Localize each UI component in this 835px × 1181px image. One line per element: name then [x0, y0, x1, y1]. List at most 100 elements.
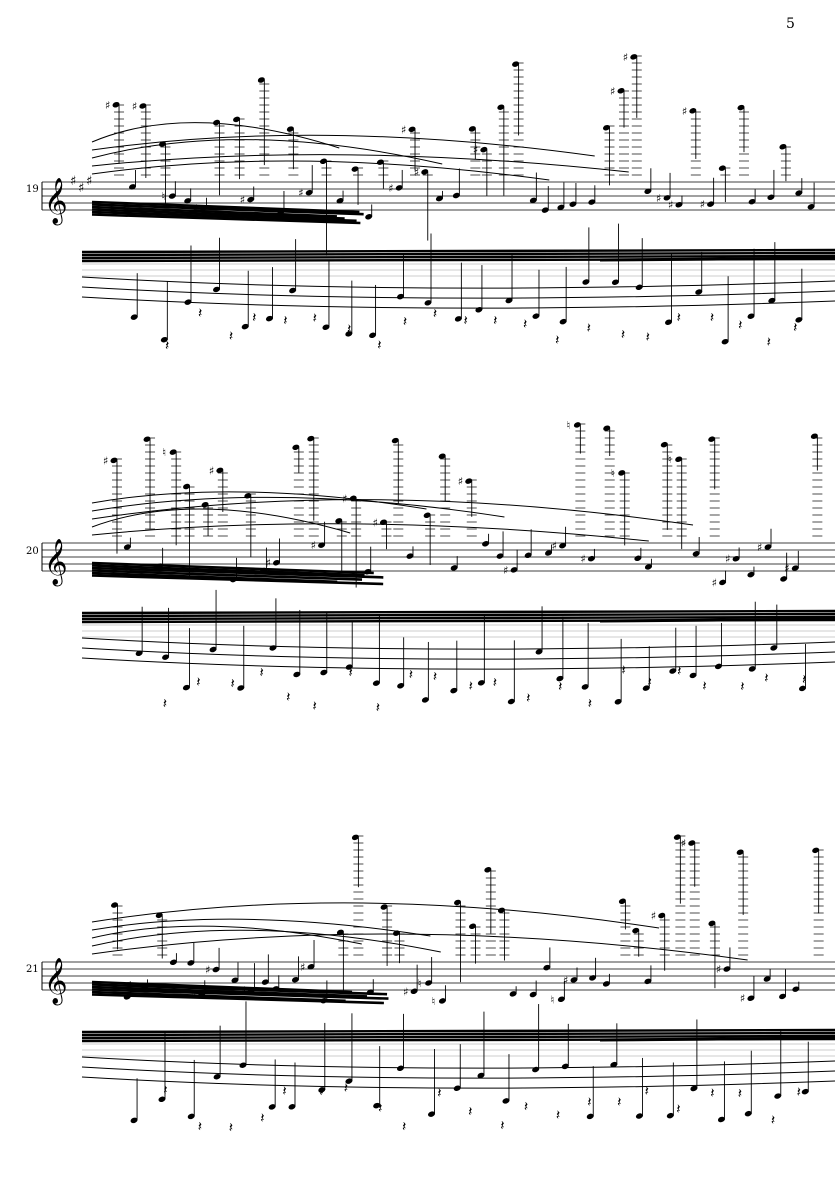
notehead — [689, 672, 697, 679]
rest-icon: 𝄽 — [645, 1083, 649, 1099]
sharp-icon: ♯ — [757, 541, 762, 554]
notehead — [736, 849, 744, 855]
notehead — [397, 293, 405, 300]
notehead — [421, 697, 429, 703]
notehead — [721, 338, 729, 345]
notehead — [307, 435, 315, 442]
sharp-icon: ♯ — [784, 562, 789, 575]
notehead — [335, 518, 343, 524]
beam — [91, 210, 357, 223]
notehead — [675, 456, 683, 462]
notehead — [318, 1087, 326, 1093]
notehead — [213, 1073, 221, 1080]
beam — [91, 208, 345, 220]
rest-icon: 𝄽 — [646, 330, 650, 346]
sharp-icon: ♯ — [682, 105, 687, 118]
sharp-icon: ♯ — [240, 984, 245, 997]
rest-icon: 𝄽 — [526, 690, 530, 706]
rest-icon: 𝄽 — [771, 1113, 775, 1129]
beam — [81, 1034, 835, 1040]
sharp-icon: ♯ — [700, 198, 705, 211]
notehead — [529, 197, 537, 204]
notehead — [123, 994, 131, 1000]
rest-icon: 𝄽 — [556, 1107, 560, 1123]
notehead — [559, 318, 567, 325]
slur — [81, 657, 835, 670]
beam — [599, 1036, 835, 1042]
notehead — [369, 332, 377, 339]
notehead — [767, 194, 775, 201]
notehead — [141, 985, 149, 991]
beam — [81, 615, 835, 621]
notehead — [557, 996, 565, 1002]
notehead — [634, 555, 642, 562]
notehead — [423, 512, 431, 519]
rest-icon: 𝄽 — [198, 1119, 202, 1135]
notehead — [611, 279, 619, 285]
beam — [91, 213, 361, 225]
notehead — [496, 553, 504, 559]
notehead — [689, 108, 697, 114]
rest-icon: 𝄽 — [524, 1099, 528, 1115]
rest-icon: 𝄽 — [767, 335, 771, 351]
sharp-icon: ♮ — [668, 453, 672, 466]
beam — [91, 993, 384, 1005]
notehead — [421, 169, 429, 175]
notehead — [732, 555, 740, 562]
notehead — [410, 988, 418, 995]
notehead — [397, 683, 405, 689]
notehead — [764, 544, 772, 550]
notehead — [351, 166, 359, 172]
sharp-icon: ♯ — [78, 181, 84, 196]
notehead — [143, 436, 151, 442]
rest-icon: 𝄽 — [622, 662, 626, 678]
notehead — [182, 684, 190, 691]
sharp-icon: ♮ — [611, 467, 615, 480]
notehead — [665, 319, 673, 325]
notehead — [792, 986, 800, 992]
notehead — [707, 201, 715, 207]
notehead — [465, 478, 473, 484]
slur — [91, 902, 660, 929]
notehead — [747, 995, 755, 1001]
notehead — [277, 209, 285, 215]
notehead — [198, 991, 206, 997]
notehead — [602, 981, 610, 987]
notehead — [673, 834, 681, 840]
notehead — [320, 997, 328, 1004]
notehead — [630, 54, 638, 60]
notehead — [718, 165, 726, 171]
sharp-icon: ♯ — [681, 837, 686, 850]
beam — [91, 200, 360, 214]
notehead — [265, 315, 273, 322]
notehead — [507, 698, 515, 705]
notehead — [509, 991, 517, 997]
rest-icon: 𝄽 — [468, 1104, 472, 1120]
notehead — [632, 927, 640, 934]
rest-icon: 𝄽 — [198, 306, 202, 322]
notehead — [261, 979, 269, 985]
notehead — [688, 840, 696, 846]
notehead — [695, 289, 703, 295]
beam — [599, 617, 835, 623]
notehead — [212, 966, 220, 973]
notehead — [130, 314, 138, 320]
sharp-icon: ♯ — [403, 985, 408, 998]
notehead — [229, 576, 237, 583]
notehead — [158, 141, 166, 147]
sharp-icon: ♯ — [311, 539, 316, 552]
sharp-icon: ♯ — [266, 557, 271, 570]
sharp-icon: ♯ — [563, 974, 568, 987]
notehead — [737, 104, 745, 111]
rest-icon: 𝄽 — [163, 1082, 167, 1098]
slur — [81, 1056, 835, 1069]
sharp-icon: ♯ — [503, 564, 508, 577]
notehead — [569, 201, 577, 207]
sharp-icon: ♯ — [414, 166, 419, 179]
notehead — [237, 685, 245, 691]
slur — [91, 496, 505, 518]
notehead — [184, 299, 192, 305]
rest-icon: 𝄽 — [319, 1084, 323, 1100]
notehead — [244, 493, 252, 499]
notehead — [603, 124, 611, 131]
